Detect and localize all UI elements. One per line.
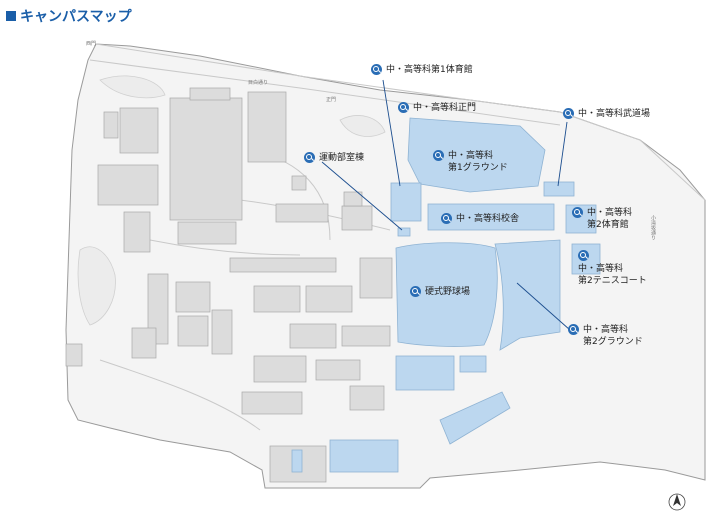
south-court-c: [439, 391, 511, 445]
buildings: [65, 87, 393, 483]
map-pin-icon: [410, 286, 421, 297]
label-gym1-text: 中・高等科第1体育館: [386, 65, 473, 75]
map-title: キャンパスマップ: [20, 9, 132, 25]
map-pin-icon: [563, 108, 574, 119]
label-ground2-line2: 第2グラウンド: [583, 337, 643, 347]
south-small: [291, 449, 303, 473]
baseball-shape: [395, 242, 498, 347]
label-ground1-line1: 中・高等科: [448, 151, 494, 161]
south-court-a: [395, 355, 455, 391]
label-school-building[interactable]: 中・高等科校舎: [441, 213, 519, 225]
south-pool: [329, 439, 399, 473]
leader-lines: [321, 79, 571, 331]
ground1-shape: [407, 117, 546, 193]
north-arrow-icon: [668, 493, 686, 511]
label-ground1-line2: 第1グラウンド: [448, 163, 508, 173]
page-title: キャンパスマップ: [6, 6, 132, 26]
label-ground1[interactable]: 中・高等科 第1グラウンド: [433, 150, 508, 174]
map-pin-icon: [398, 102, 409, 113]
map-pin-icon: [371, 64, 382, 75]
south-court-b: [459, 355, 487, 373]
main-gate-small-label: 正門: [326, 97, 337, 103]
label-main-gate-text: 中・高等科正門: [413, 103, 477, 113]
mejiro-street-label: 目白通り: [248, 80, 269, 86]
label-school-building-text: 中・高等科校舎: [456, 214, 520, 224]
ground2-shape: [494, 239, 561, 351]
map-pin-icon: [578, 250, 589, 261]
right-street-label: 小滝坂通り: [650, 215, 656, 240]
map-pin-icon: [568, 324, 579, 335]
map-pin-icon: [572, 207, 583, 218]
label-baseball[interactable]: 硬式野球場: [410, 286, 470, 298]
label-gym1[interactable]: 中・高等科第1体育館: [371, 64, 473, 76]
label-ground2[interactable]: 中・高等科 第2グラウンド: [568, 324, 643, 348]
label-tennis2-line2: 第2テニスコート: [578, 276, 647, 286]
label-gym2-line1: 中・高等科: [587, 208, 633, 218]
label-baseball-text: 硬式野球場: [425, 287, 471, 297]
green-areas: [77, 75, 386, 326]
label-gym2-line2: 第2体育館: [587, 220, 629, 230]
label-gym2[interactable]: 中・高等科 第2体育館: [572, 207, 632, 231]
label-budo-text: 中・高等科武道場: [578, 109, 651, 119]
map-pin-icon: [433, 150, 444, 161]
label-club-room[interactable]: 運動部室棟: [304, 152, 364, 164]
club-room-shape: [397, 227, 411, 237]
label-tennis2-line1: 中・高等科: [578, 264, 624, 274]
gym1-shape: [390, 182, 422, 222]
label-main-gate[interactable]: 中・高等科正門: [398, 102, 476, 114]
label-budo[interactable]: 中・高等科武道場: [563, 108, 650, 120]
map-pin-icon: [441, 213, 452, 224]
west-gate-label: 西門: [86, 41, 97, 47]
title-square-icon: [6, 11, 16, 21]
label-club-room-text: 運動部室棟: [319, 153, 365, 163]
school-building-shape: [427, 203, 555, 231]
budo-shape: [543, 181, 575, 197]
map-pin-icon: [304, 152, 315, 163]
label-tennis2[interactable]: 中・高等科 第2テニスコート: [578, 250, 647, 287]
label-ground2-line1: 中・高等科: [583, 325, 629, 335]
